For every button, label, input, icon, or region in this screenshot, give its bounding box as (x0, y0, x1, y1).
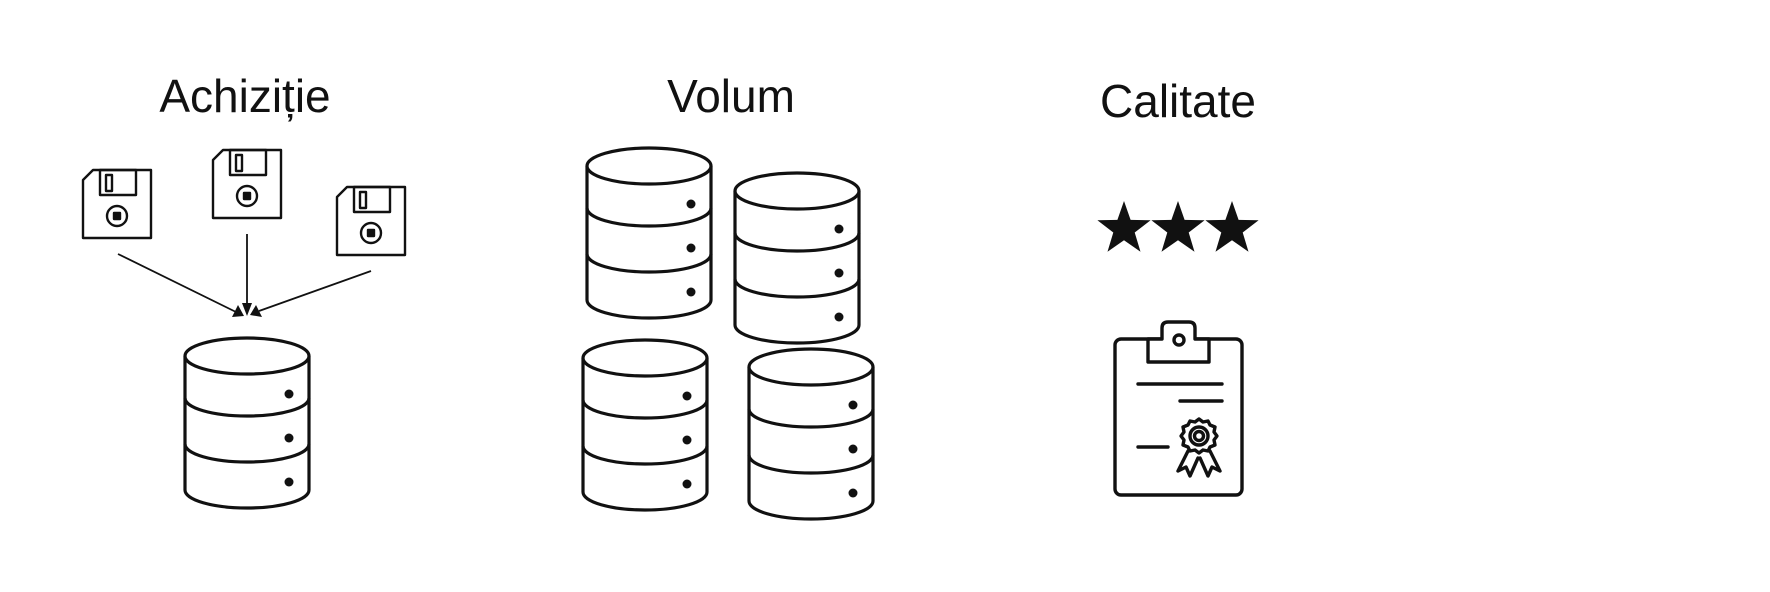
volume-title: Volum (667, 70, 795, 122)
certificate-clipboard-icon (1113, 320, 1244, 497)
star-icon (1097, 201, 1151, 252)
acquisition-floppy-disk-center-icon (211, 148, 283, 220)
acquisition-title: Achiziție (159, 70, 331, 122)
volume-database-icon-4 (747, 347, 875, 521)
quality-stars (1097, 201, 1259, 252)
quality-title: Calitate (1100, 75, 1256, 127)
acquisition-floppy-disk-left-icon (81, 168, 153, 240)
acquisition-floppy-disk-right-icon (335, 185, 407, 257)
volume-database-icon-2 (733, 171, 861, 345)
volume-database-icon-1 (585, 146, 713, 320)
acquisition-arrows (117, 234, 372, 317)
volume-database-icon-3 (581, 338, 709, 512)
acquisition-database-icon (183, 336, 311, 510)
star-icon (1205, 201, 1259, 252)
star-icon (1151, 201, 1205, 252)
